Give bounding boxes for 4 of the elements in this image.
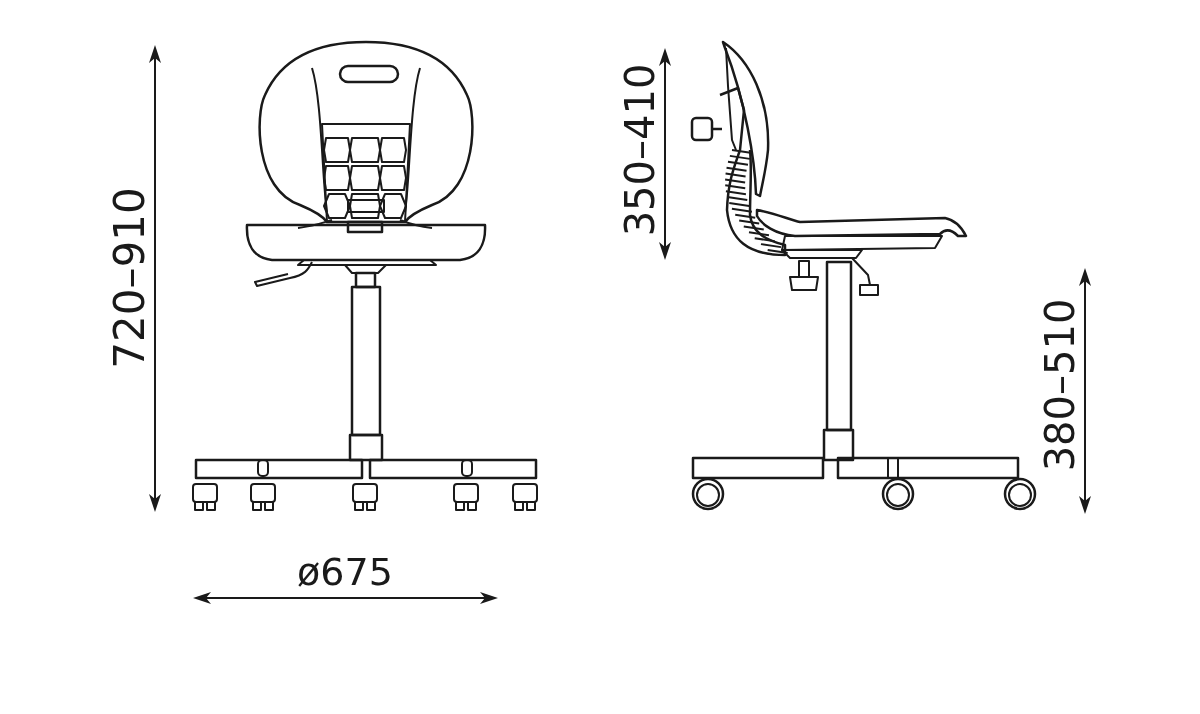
dimension-label: 380–510 [1040,298,1080,472]
dimension-label: ø675 [297,553,393,591]
dimension-label: 350–410 [620,63,660,237]
dimension-label: 720–910 [109,187,151,369]
